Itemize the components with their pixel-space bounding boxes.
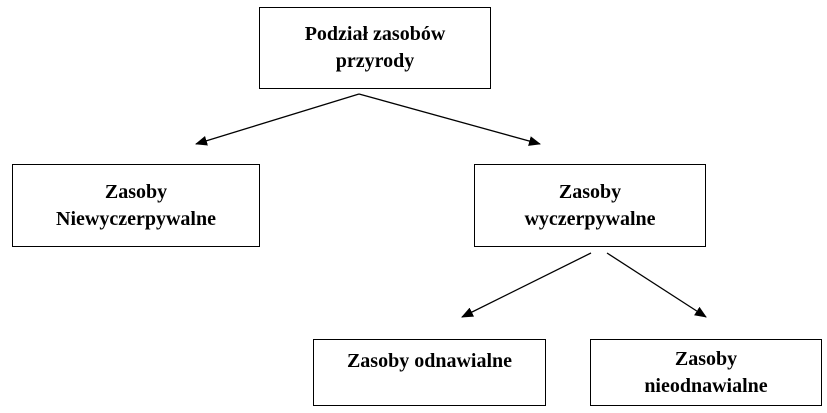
edge-right-to-nonrenewable (606, 252, 707, 318)
node-zasoby-odnawialne: Zasoby odnawialne (313, 339, 546, 406)
node-label: Zasoby nieodnawialne (644, 346, 767, 400)
node-label-line: Niewyczerpywalne (56, 207, 216, 230)
node-label-line: nieodnawialne (644, 374, 768, 397)
node-label: Zasoby odnawialne (347, 348, 512, 375)
node-label-line: Podział zasobów (304, 23, 446, 45)
edge-right-to-renewable (461, 252, 592, 318)
node-label-line: Zasoby (674, 347, 738, 370)
node-zasoby-nieodnawialne: Zasoby nieodnawialne (590, 339, 822, 406)
node-label-line: przyrody (335, 50, 415, 72)
node-label-line: Zasoby odnawialne (346, 350, 513, 372)
edge-root-to-right (358, 93, 541, 146)
node-zasoby-wyczerpywalne: Zasoby wyczerpywalne (474, 164, 706, 247)
node-label: Zasoby wyczerpywalne (524, 179, 655, 233)
node-zasoby-niewyczerpywalne: Zasoby Niewyczerpywalne (12, 164, 260, 247)
node-label-line: Zasoby (558, 180, 622, 203)
node-label-line: wyczerpywalne (524, 207, 656, 230)
node-label: Podział zasobów przyrody (305, 21, 446, 75)
edge-root-to-left (195, 93, 360, 146)
node-podzial-zasobow-przyrody: Podział zasobów przyrody (259, 7, 491, 89)
node-label-line: Zasoby (104, 180, 168, 203)
node-label: Zasoby Niewyczerpywalne (56, 179, 216, 233)
